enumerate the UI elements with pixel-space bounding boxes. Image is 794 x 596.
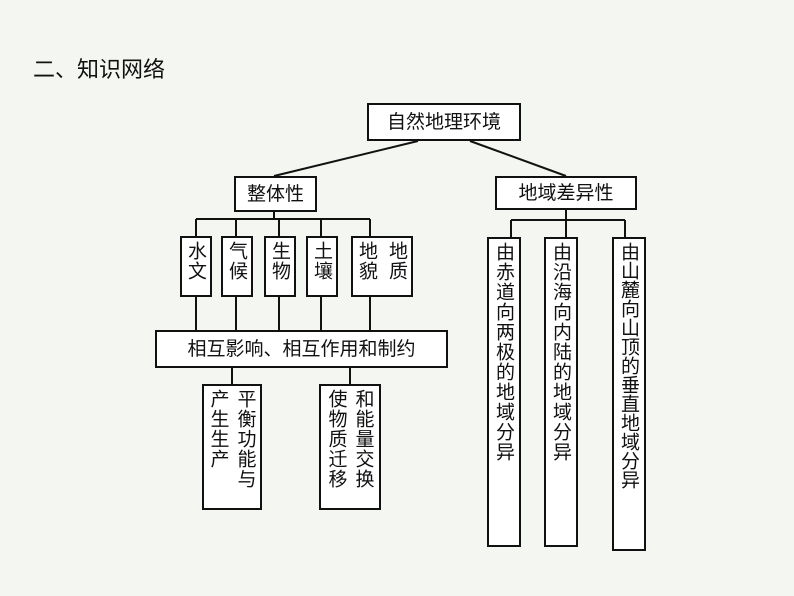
interaction-node: 相互影响、相互作用和制约 bbox=[155, 330, 448, 368]
element-node-geology-landform: 地质 地貌 bbox=[351, 236, 413, 297]
element-node-hydrology: 水文 bbox=[180, 236, 212, 297]
element-label-hydrology: 水文 bbox=[185, 241, 207, 281]
result-balance-line-1: 平衡功能与 bbox=[234, 389, 257, 489]
element-label-climate: 气候 bbox=[226, 241, 248, 281]
pattern-label-longitudinal: 由沿海向内陆的地域分异 bbox=[550, 242, 572, 462]
element-label-geology: 地质 bbox=[386, 241, 408, 281]
connector-root-differentiation bbox=[469, 140, 567, 177]
element-label-soil: 土壤 bbox=[311, 241, 333, 281]
pattern-label-latitudinal: 由赤道向两极的地域分异 bbox=[493, 242, 515, 462]
element-node-biology: 生物 bbox=[264, 236, 296, 297]
connector-root-integrity bbox=[273, 140, 419, 177]
element-node-soil: 土壤 bbox=[306, 236, 338, 297]
pattern-node-vertical: 由山麓向山顶的垂直地域分异 bbox=[612, 237, 646, 551]
element-node-climate: 气候 bbox=[221, 236, 253, 297]
section-heading: 二、知识网络 bbox=[33, 58, 166, 83]
pattern-node-latitudinal: 由赤道向两极的地域分异 bbox=[487, 237, 521, 547]
root-label: 自然地理环境 bbox=[386, 111, 501, 133]
element-label-landform: 地貌 bbox=[356, 241, 378, 281]
result-exchange-line-2: 使物质迁移 bbox=[325, 389, 348, 489]
integrity-label: 整体性 bbox=[246, 183, 304, 205]
differentiation-label: 地域差异性 bbox=[518, 182, 614, 204]
element-label-biology: 生物 bbox=[269, 241, 291, 281]
result-node-exchange: 和能量交换 使物质迁移 bbox=[319, 384, 381, 510]
interaction-label: 相互影响、相互作用和制约 bbox=[187, 338, 416, 360]
root-node: 自然地理环境 bbox=[367, 103, 521, 141]
result-node-balance: 平衡功能与 产生生产 bbox=[202, 384, 262, 510]
result-exchange-line-1: 和能量交换 bbox=[352, 389, 375, 489]
pattern-label-vertical: 由山麓向山顶的垂直地域分异 bbox=[618, 242, 640, 489]
result-balance-line-2: 产生生产 bbox=[207, 389, 230, 469]
differentiation-node: 地域差异性 bbox=[495, 176, 637, 210]
integrity-node: 整体性 bbox=[234, 176, 317, 212]
pattern-node-longitudinal: 由沿海向内陆的地域分异 bbox=[544, 237, 578, 547]
